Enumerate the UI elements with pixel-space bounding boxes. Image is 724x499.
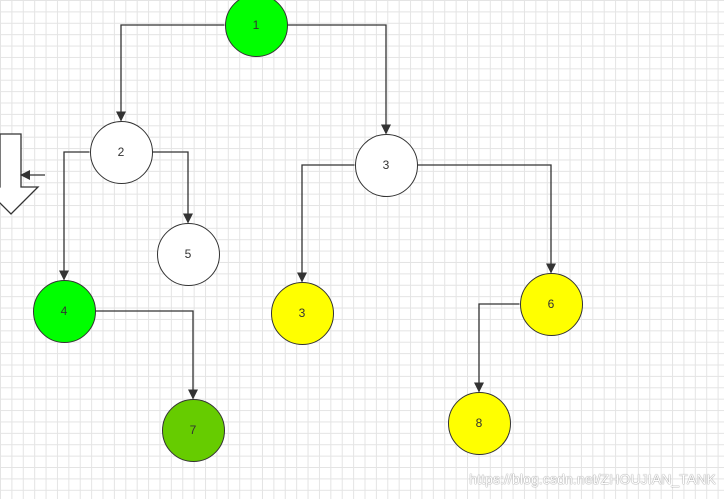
tree-node-3-lower: 3 (270, 281, 334, 345)
edge-n3a-n6 (417, 164, 556, 274)
edges-layer (59, 24, 556, 400)
edge-n4-n7 (95, 310, 198, 400)
node-label: 6 (547, 297, 555, 311)
node-label: 4 (60, 304, 68, 318)
tree-node-3-upper: 3 (354, 133, 418, 197)
tree-node-6: 6 (519, 272, 583, 336)
node-label: 3 (382, 158, 390, 172)
edge-n2-n5 (152, 151, 193, 224)
tree-node-2: 2 (89, 120, 153, 184)
node-label: 3 (298, 306, 306, 320)
node-label: 2 (117, 145, 125, 159)
watermark-text: https://blog.csdn.net/ZHOUJIAN_TANK (469, 471, 716, 487)
node-label: 5 (184, 247, 192, 261)
edge-n1-n3a (287, 24, 391, 135)
edge-n1-n2 (116, 24, 225, 122)
node-label: 8 (475, 416, 483, 430)
tree-node-7: 7 (161, 398, 225, 462)
hollow-down-arrow-icon (0, 133, 40, 215)
tree-node-8: 8 (447, 391, 511, 455)
edge-n2-n4 (59, 151, 90, 281)
edge-n3a-n3b (297, 164, 355, 283)
tree-node-5: 5 (156, 222, 220, 286)
edge-n6-n8 (474, 303, 520, 393)
tree-node-4: 4 (32, 279, 96, 343)
node-label: 1 (252, 18, 260, 32)
node-label: 7 (189, 423, 197, 437)
tree-node-1: 1 (224, 0, 288, 57)
